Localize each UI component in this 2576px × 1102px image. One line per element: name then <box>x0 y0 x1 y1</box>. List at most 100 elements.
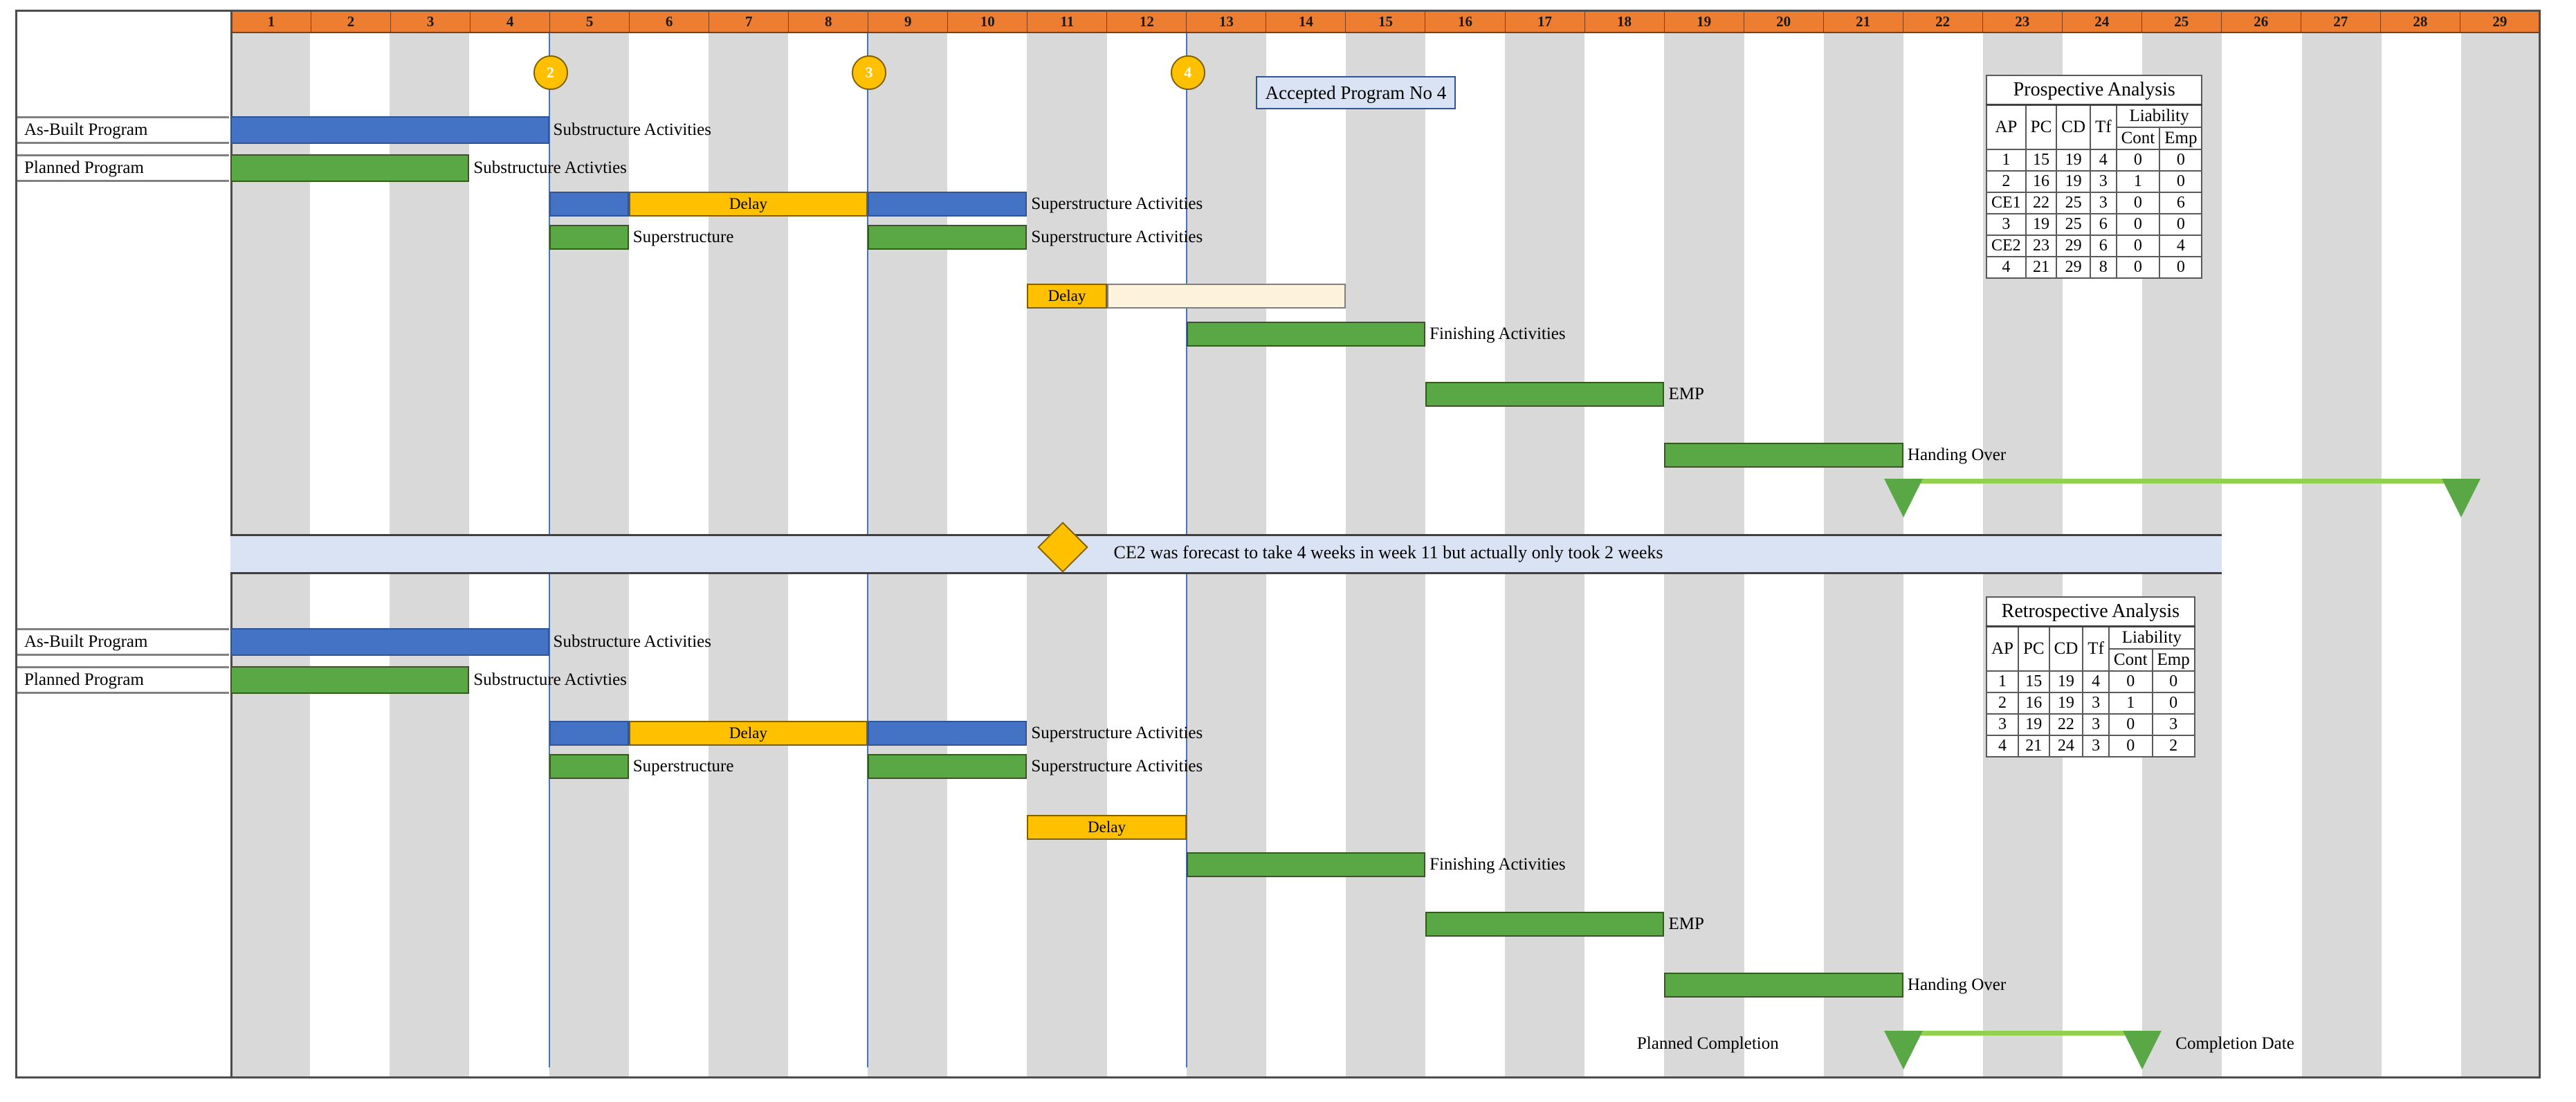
week-header-cell-23: 23 <box>1983 11 2063 32</box>
caption-superstructure-planned-a-bottom: Superstructure <box>632 757 734 775</box>
prospective-cell-cont-2: 0 <box>2115 192 2161 214</box>
bar-emp <box>1425 912 1665 937</box>
prospective-cell-ap-5: 4 <box>1986 256 2027 279</box>
prospective-cell-pc-5: 21 <box>2025 256 2058 279</box>
prospective-cell-cont-5: 0 <box>2115 256 2161 279</box>
prospective-col-cont: Cont <box>2115 127 2161 150</box>
bar-planned-superstructure-part2 <box>868 225 1027 250</box>
prospective-cell-emp-2: 6 <box>2159 192 2203 214</box>
week-header-cell-19: 19 <box>1665 11 1744 32</box>
completion-date-label: Completion Date <box>2175 1034 2294 1053</box>
row-label-planned-bottom: Planned Program <box>17 666 229 694</box>
week-header-cell-16: 16 <box>1425 11 1506 32</box>
caption-handing-over-top: Handing Over <box>1907 446 2007 464</box>
prospective-cell-pc-4: 23 <box>2025 235 2058 257</box>
ms-4-marker[interactable]: 4 <box>1170 55 1205 90</box>
week-header-cell-14: 14 <box>1266 11 1346 32</box>
retrospective-cell-pc-3: 21 <box>2017 735 2050 757</box>
accepted-program-callout: Accepted Program No 4 <box>1255 76 1456 109</box>
completion-date-triangle-bottom <box>2123 1031 2162 1069</box>
week-header-cell-3: 3 <box>391 11 471 32</box>
retrospective-cell-cd-3: 24 <box>2048 735 2084 757</box>
week-header-cell-8: 8 <box>789 11 869 32</box>
ms-3-marker[interactable]: 3 <box>852 55 887 90</box>
week-header-cell-28: 28 <box>2381 11 2460 32</box>
row-label-planned-top: Planned Program <box>17 154 229 182</box>
retrospective-cell-emp-1: 0 <box>2151 692 2195 715</box>
prospective-cell-emp-3: 0 <box>2159 213 2203 236</box>
retrospective-cell-tf-2: 3 <box>2082 713 2110 736</box>
prospective-col-tf: Tf <box>2090 104 2117 150</box>
bar-finishing-forecast <box>1106 284 1346 309</box>
week-header-cell-18: 18 <box>1585 11 1665 32</box>
prospective-cell-cd-2: 25 <box>2056 192 2091 214</box>
prospective-cell-tf-1: 3 <box>2090 170 2117 193</box>
bar-planned-substructure <box>230 154 470 182</box>
retrospective-cell-pc-1: 16 <box>2017 692 2050 715</box>
retrospective-cell-pc-0: 15 <box>2017 670 2050 693</box>
row-label-as-built-top: As-Built Program <box>17 116 229 144</box>
completion-date-triangle-top <box>2441 479 2481 517</box>
week-header-cell-10: 10 <box>948 11 1028 32</box>
retrospective-cell-cont-1: 1 <box>2108 692 2153 715</box>
retrospective-cell-pc-2: 19 <box>2017 713 2050 736</box>
bar-as-built-superstructure-part2 <box>868 192 1027 217</box>
caption-substructure-planned-bottom: Substructure Activties <box>473 670 627 689</box>
week-header-cell-1: 1 <box>232 11 312 32</box>
prospective-cell-pc-3: 19 <box>2025 213 2058 236</box>
caption-handing-over-bottom: Handing Over <box>1907 975 2007 994</box>
week-header-cell-17: 17 <box>1506 11 1585 32</box>
prospective-cell-tf-5: 8 <box>2090 256 2117 279</box>
bar-finishing-activities <box>1186 322 1426 347</box>
week-header-cell-21: 21 <box>1824 11 1903 32</box>
prospective-cell-ap-0: 1 <box>1986 149 2027 172</box>
retrospective-cell-emp-2: 3 <box>2151 713 2195 736</box>
caption-finishing-bottom: Finishing Activities <box>1429 855 1566 874</box>
week-header-cell-2: 2 <box>311 11 392 32</box>
planned-completion-triangle-top <box>1883 479 1923 517</box>
bar-as-built-superstructure-part2 <box>868 721 1027 746</box>
week-header-cell-11: 11 <box>1027 11 1108 32</box>
retrospective-cell-emp-0: 0 <box>2151 670 2195 693</box>
caption-emp-top: EMP <box>1668 385 1704 403</box>
week-header-cell-9: 9 <box>868 11 949 32</box>
week-header-cell-29: 29 <box>2492 12 2508 30</box>
prospective-cell-cd-1: 19 <box>2056 170 2091 193</box>
bar-as-built-superstructure-part1 <box>549 192 629 217</box>
bar-planned-superstructure-part1 <box>549 754 629 779</box>
annotation-text: CE2 was forecast to take 4 weeks in week… <box>1113 542 1663 562</box>
week-header-cell-7: 7 <box>709 11 789 32</box>
week-header-cell-5: 5 <box>550 11 630 32</box>
retrospective-cell-emp-3: 2 <box>2151 735 2195 757</box>
caption-superstructure-planned-b-bottom: Superstructure Activities <box>1031 757 1203 775</box>
caption-emp-bottom: EMP <box>1668 915 1704 933</box>
prospective-cell-cd-4: 29 <box>2056 235 2091 257</box>
prospective-col-emp: Emp <box>2159 127 2203 150</box>
prospective-cell-emp-1: 0 <box>2159 170 2203 193</box>
retrospective-cell-tf-3: 3 <box>2082 735 2110 757</box>
week-header-cell-4: 4 <box>471 11 551 32</box>
retrospective-cell-cont-2: 0 <box>2108 713 2153 736</box>
week-header-cell-25: 25 <box>2142 11 2222 32</box>
bar-planned-superstructure-part1 <box>549 225 629 250</box>
prospective-cell-ap-4: CE2 <box>1986 235 2027 257</box>
prospective-col-pc: PC <box>2025 104 2058 150</box>
prospective-col-liability: Liability <box>2115 104 2203 128</box>
prospective-cell-cont-1: 1 <box>2115 170 2161 193</box>
bar-planned-superstructure-part2 <box>868 754 1027 779</box>
prospective-cell-pc-1: 16 <box>2025 170 2058 193</box>
prospective-cell-cd-5: 29 <box>2056 256 2091 279</box>
ms-2-marker[interactable]: 2 <box>533 55 568 90</box>
bar-as-built-substructure <box>230 628 549 656</box>
caption-superstructure-planned-b-top: Superstructure Activities <box>1031 228 1203 246</box>
caption-superstructure-asbuilt-top: Superstructure Activities <box>1031 194 1203 213</box>
prospective-cell-cont-3: 0 <box>2115 213 2161 236</box>
retrospective-cell-ap-1: 2 <box>1986 692 2019 715</box>
prospective-cell-ap-3: 3 <box>1986 213 2027 236</box>
bar-emp <box>1425 382 1665 407</box>
